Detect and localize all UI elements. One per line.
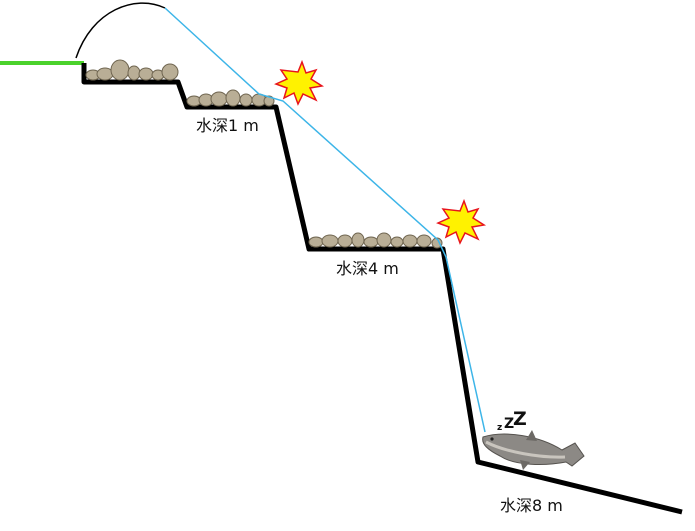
cast-arc bbox=[75, 2, 166, 59]
depth-label-1m: 水深1 m bbox=[196, 116, 259, 135]
fishing-line bbox=[164, 7, 486, 433]
sleeping-fish-icon bbox=[482, 430, 585, 470]
sleep-z-small: z bbox=[497, 423, 502, 433]
rock-cluster-4m bbox=[308, 232, 443, 249]
sleep-z-large: Z bbox=[513, 408, 527, 430]
rock-cluster-top bbox=[85, 59, 179, 81]
seabed-profile bbox=[81, 63, 683, 515]
depth-label-4m: 水深4 m bbox=[336, 259, 399, 278]
rock-cluster-1m bbox=[186, 89, 275, 107]
sleep-z-medium: Z bbox=[504, 416, 514, 432]
depth-label-8m: 水深8 m bbox=[500, 496, 563, 515]
impact-burst-icon bbox=[274, 59, 325, 106]
impact-burst-icon bbox=[436, 198, 487, 245]
